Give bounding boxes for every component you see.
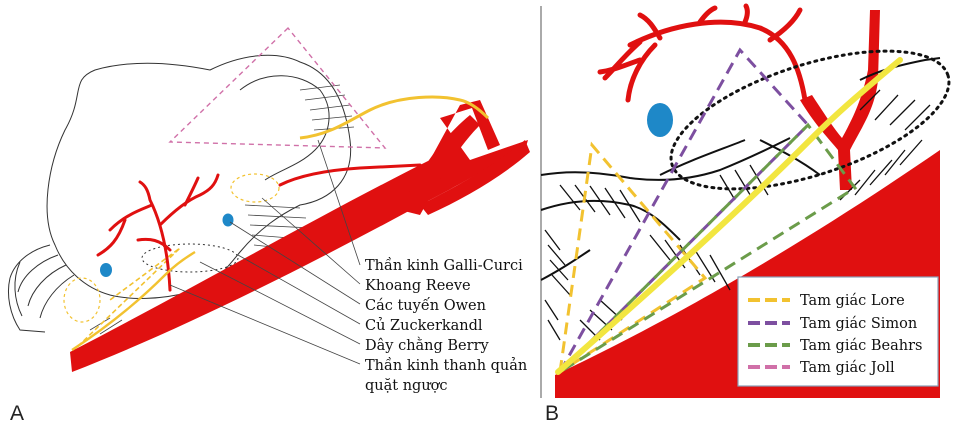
lore-triangle-a	[71, 247, 181, 353]
thyroid-lobe-outline	[46, 54, 352, 299]
recurrent-laryngeal-nerve-a	[71, 250, 196, 352]
berry-ligament-dotted	[141, 243, 239, 273]
legend-label-joll: Tam giác Joll	[800, 360, 895, 376]
tracheal-rings	[7, 244, 75, 333]
panel-b: Tam giác Lore Tam giác Simon Tam giác Be…	[540, 3, 951, 425]
label-owen: Các tuyến Owen	[365, 297, 486, 314]
vertical-artery-b	[800, 10, 880, 190]
panel-a: Thần kinh Galli-Curci Khoang Reeve Các t…	[7, 26, 530, 425]
carotid-artery-a	[70, 100, 528, 372]
label-rln-line1: Thần kinh thanh quản	[365, 357, 527, 374]
leader-lines	[169, 139, 361, 365]
panel-letter-b: B	[545, 402, 559, 425]
legend-label-beahrs: Tam giác Beahrs	[800, 338, 922, 354]
label-galli-curci: Thần kinh Galli-Curci	[365, 257, 523, 274]
owen-gland-2	[222, 213, 234, 227]
joll-triangle	[168, 26, 387, 149]
label-rln-line2: quặt ngược	[365, 378, 448, 394]
legend-item-beahrs: Tam giác Beahrs	[748, 338, 922, 354]
recurrent-laryngeal-nerve-b	[555, 57, 903, 375]
legend-label-simon: Tam giác Simon	[800, 316, 917, 332]
legend-item-simon: Tam giác Simon	[748, 316, 917, 332]
legend-item-joll: Tam giác Joll	[748, 360, 895, 376]
panel-letter-a: A	[10, 402, 24, 425]
label-reeve: Khoang Reeve	[365, 278, 471, 294]
superior-thyroid-artery-b	[597, 3, 808, 103]
owen-gland-b	[647, 103, 673, 137]
lore-triangle-b	[558, 141, 708, 376]
carotid-branch-upper	[400, 115, 480, 215]
legend-label-lore: Tam giác Lore	[800, 293, 905, 309]
carotid-branch-lower	[420, 140, 530, 215]
dotted-ellipse-b	[669, 49, 951, 191]
zuckerkandl-dotted	[230, 173, 280, 203]
legend: Tam giác Lore Tam giác Simon Tam giác Be…	[737, 276, 939, 387]
label-zuckerkandl: Củ Zuckerkandl	[365, 317, 483, 334]
simon-triangle	[558, 47, 811, 374]
inferior-thyroid-artery	[96, 163, 422, 292]
label-berry: Dây chằng Berry	[365, 336, 490, 354]
galli-curci-nerve	[299, 95, 490, 140]
reeve-space-dotted	[63, 277, 101, 323]
owen-gland-1	[100, 263, 112, 277]
beahrs-triangle	[558, 122, 858, 374]
legend-item-lore: Tam giác Lore	[748, 293, 905, 309]
thyroid-inner-outline	[239, 75, 330, 181]
